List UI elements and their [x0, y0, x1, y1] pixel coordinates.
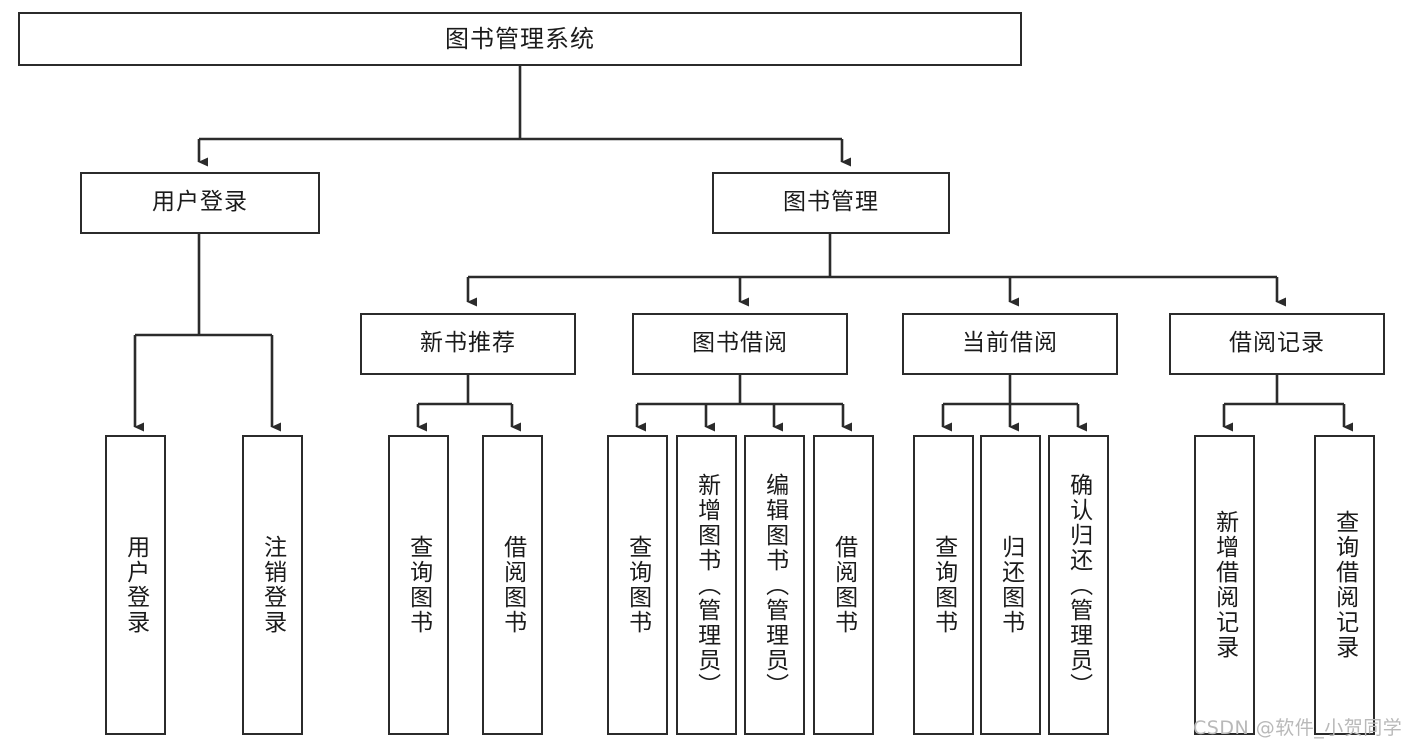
leaf-return-book[interactable]: 归还图书 [980, 435, 1041, 735]
leaf-borrow-book[interactable]: 借阅图书 [813, 435, 874, 735]
node-book-borrow[interactable]: 图书借阅 [632, 313, 848, 375]
node-label: 查询图书 [405, 535, 432, 635]
leaf-query-borrow-record[interactable]: 查询借阅记录 [1314, 435, 1375, 735]
leaf-logout-login[interactable]: 注销登录 [242, 435, 303, 735]
node-label: 图书管理系统 [445, 24, 595, 53]
node-label: 确认归还（管理员） [1065, 472, 1092, 698]
node-borrow-record[interactable]: 借阅记录 [1169, 313, 1385, 375]
leaf-user-login[interactable]: 用户登录 [105, 435, 166, 735]
leaf-query-book-borrow[interactable]: 查询图书 [607, 435, 668, 735]
node-label: 借阅图书 [499, 535, 526, 635]
node-label: 新书推荐 [420, 330, 516, 357]
node-label: 注销登录 [259, 535, 286, 635]
node-label: 图书借阅 [692, 330, 788, 357]
node-label: 查询借阅记录 [1331, 510, 1358, 660]
node-label: 查询图书 [930, 535, 957, 635]
node-label: 用户登录 [152, 189, 248, 216]
node-label: 归还图书 [997, 535, 1024, 635]
node-new-book-recommend[interactable]: 新书推荐 [360, 313, 576, 375]
node-label: 查询图书 [624, 535, 651, 635]
node-label: 当前借阅 [962, 330, 1058, 357]
node-label: 新增图书（管理员） [693, 472, 720, 698]
leaf-edit-book[interactable]: 编辑图书（管理员） [744, 435, 805, 735]
node-root-book-management-system[interactable]: 图书管理系统 [18, 12, 1022, 66]
leaf-confirm-return[interactable]: 确认归还（管理员） [1048, 435, 1109, 735]
leaf-add-borrow-record[interactable]: 新增借阅记录 [1194, 435, 1255, 735]
node-label: 新增借阅记录 [1211, 510, 1238, 660]
node-label: 借阅图书 [830, 535, 857, 635]
leaf-query-book-recommend[interactable]: 查询图书 [388, 435, 449, 735]
watermark: CSDN @软件_小贺同学 [1193, 717, 1403, 739]
node-user-login[interactable]: 用户登录 [80, 172, 320, 234]
node-label: 编辑图书（管理员） [761, 472, 788, 698]
leaf-query-book-current[interactable]: 查询图书 [913, 435, 974, 735]
leaf-borrow-book-recommend[interactable]: 借阅图书 [482, 435, 543, 735]
node-current-borrow[interactable]: 当前借阅 [902, 313, 1118, 375]
node-label: 用户登录 [122, 535, 149, 635]
node-label: 图书管理 [783, 189, 879, 216]
node-book-manage[interactable]: 图书管理 [712, 172, 950, 234]
leaf-add-book[interactable]: 新增图书（管理员） [676, 435, 737, 735]
node-label: 借阅记录 [1229, 330, 1325, 357]
